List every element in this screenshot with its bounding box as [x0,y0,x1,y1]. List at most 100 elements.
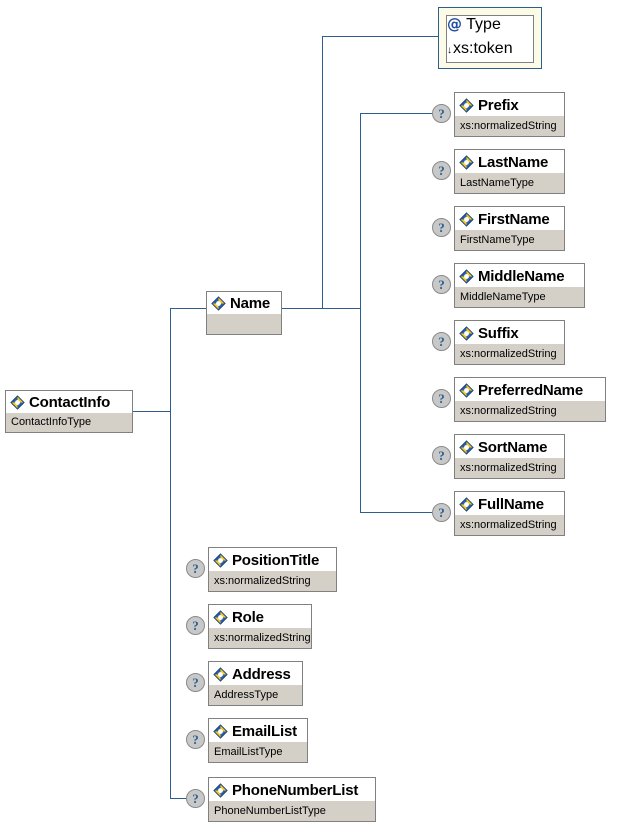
node-name-header: Name [207,292,281,315]
node-name-type [207,314,281,334]
occurrence-marker-fullname[interactable]: ? [432,503,451,522]
node-attribute-type-typetext: xs:token [453,40,513,57]
occurrence-marker-lastname[interactable]: ? [432,161,451,180]
occurrence-marker-positiontitle[interactable]: ? [186,559,205,578]
connector-name-children-spine [360,113,361,513]
element-icon [459,211,474,227]
node-middlename-type: MiddleNameType [455,287,584,307]
node-attribute-type-label: Type [466,16,501,33]
node-prefix-label: Prefix [478,96,519,114]
node-suffix-type: xs:normalizedString [455,344,564,364]
element-icon [213,552,228,568]
occurrence-marker-firstname[interactable]: ? [432,218,451,237]
node-middlename-label: MiddleName [478,267,565,285]
node-middlename-header: MiddleName [455,264,584,287]
node-middlename[interactable]: MiddleName MiddleNameType [454,263,585,308]
node-lastname-label: LastName [478,153,549,171]
occurrence-marker-suffix[interactable]: ? [432,332,451,351]
node-preferredname-type: xs:normalizedString [455,401,605,421]
element-icon [213,723,228,739]
node-fullname-header: FullName [455,492,564,515]
node-preferredname-header: PreferredName [455,378,605,401]
node-preferredname[interactable]: PreferredName xs:normalizedString [454,377,606,422]
node-emaillist-type: EmailListType [209,742,307,762]
node-lastname-header: LastName [455,150,564,173]
node-positiontitle-header: PositionTitle [209,548,336,571]
node-positiontitle-type: xs:normalizedString [209,571,336,591]
occurrence-marker-sortname[interactable]: ? [432,446,451,465]
node-fullname-label: FullName [478,495,544,513]
element-icon [459,439,474,455]
connector-root-stub [133,411,171,412]
node-attribute-type[interactable]: @ Type ↓xs:token [438,7,542,69]
occurrence-marker-prefix[interactable]: ? [432,104,451,123]
node-address-type: AddressType [209,685,302,705]
node-emaillist-label: EmailList [232,722,297,740]
node-contactinfo[interactable]: ContactInfo ContactInfoType [5,390,133,433]
occurrence-marker-emaillist[interactable]: ? [186,730,205,749]
node-address[interactable]: Address AddressType [208,661,303,706]
occurrence-marker-address[interactable]: ? [186,673,205,692]
element-icon [213,609,228,625]
element-icon [213,782,228,798]
occurrence-marker-role[interactable]: ? [186,616,205,635]
node-attribute-type-inner: @ Type ↓xs:token [446,15,534,63]
node-address-label: Address [232,665,291,683]
connector-name-children-stub [281,308,361,309]
node-fullname-type: xs:normalizedString [455,515,564,535]
node-lastname-type: LastNameType [455,173,564,193]
node-contactinfo-label: ContactInfo [29,393,111,411]
occurrence-marker-middlename[interactable]: ? [432,275,451,294]
node-role[interactable]: Role xs:normalizedString [208,604,312,649]
connector-to-prefix [360,113,432,114]
node-suffix-label: Suffix [478,324,519,342]
connector-to-type [322,36,438,37]
node-phonenumberlist-type: PhoneNumberListType [209,801,375,821]
node-contactinfo-header: ContactInfo [6,391,132,413]
node-firstname-label: FirstName [478,210,550,228]
element-icon [459,268,474,284]
element-icon [459,496,474,512]
occurrence-marker-phonenumberlist[interactable]: ? [186,789,205,808]
node-positiontitle[interactable]: PositionTitle xs:normalizedString [208,547,337,592]
node-preferredname-label: PreferredName [478,381,583,399]
node-name-label: Name [230,295,271,313]
node-sortname-label: SortName [478,438,548,456]
node-phonenumberlist[interactable]: PhoneNumberList PhoneNumberListType [208,777,376,822]
node-emaillist[interactable]: EmailList EmailListType [208,718,308,763]
element-icon [459,325,474,341]
node-lastname[interactable]: LastName LastNameType [454,149,565,194]
node-fullname[interactable]: FullName xs:normalizedString [454,491,565,536]
node-firstname[interactable]: FirstName FirstNameType [454,206,565,251]
connector-root-spine [170,308,171,798]
element-icon [211,296,226,311]
node-contactinfo-type: ContactInfoType [6,412,132,432]
node-sortname[interactable]: SortName xs:normalizedString [454,434,565,479]
occurrence-marker-preferredname[interactable]: ? [432,389,451,408]
node-name[interactable]: Name [206,291,282,335]
element-icon [459,382,474,398]
connector-to-phonenumberlist [170,798,187,799]
connector-to-fullname [360,512,432,513]
attribute-at-icon: @ [447,15,462,33]
node-address-header: Address [209,662,302,685]
connector-to-name [170,308,206,309]
node-firstname-type: FirstNameType [455,230,564,250]
node-role-header: Role [209,605,311,628]
node-phonenumberlist-header: PhoneNumberList [209,778,375,801]
node-sortname-header: SortName [455,435,564,458]
connector-type-riser [322,36,323,309]
element-icon [213,666,228,682]
node-suffix[interactable]: Suffix xs:normalizedString [454,320,565,365]
node-attribute-type-typeband: ↓xs:token [447,40,533,58]
node-firstname-header: FirstName [455,207,564,230]
node-positiontitle-label: PositionTitle [232,551,320,569]
node-role-type: xs:normalizedString [209,628,311,648]
element-icon [459,97,474,113]
node-prefix-type: xs:normalizedString [455,116,564,136]
node-suffix-header: Suffix [455,321,564,344]
node-role-label: Role [232,608,264,626]
element-icon [459,154,474,170]
node-prefix[interactable]: Prefix xs:normalizedString [454,92,565,137]
